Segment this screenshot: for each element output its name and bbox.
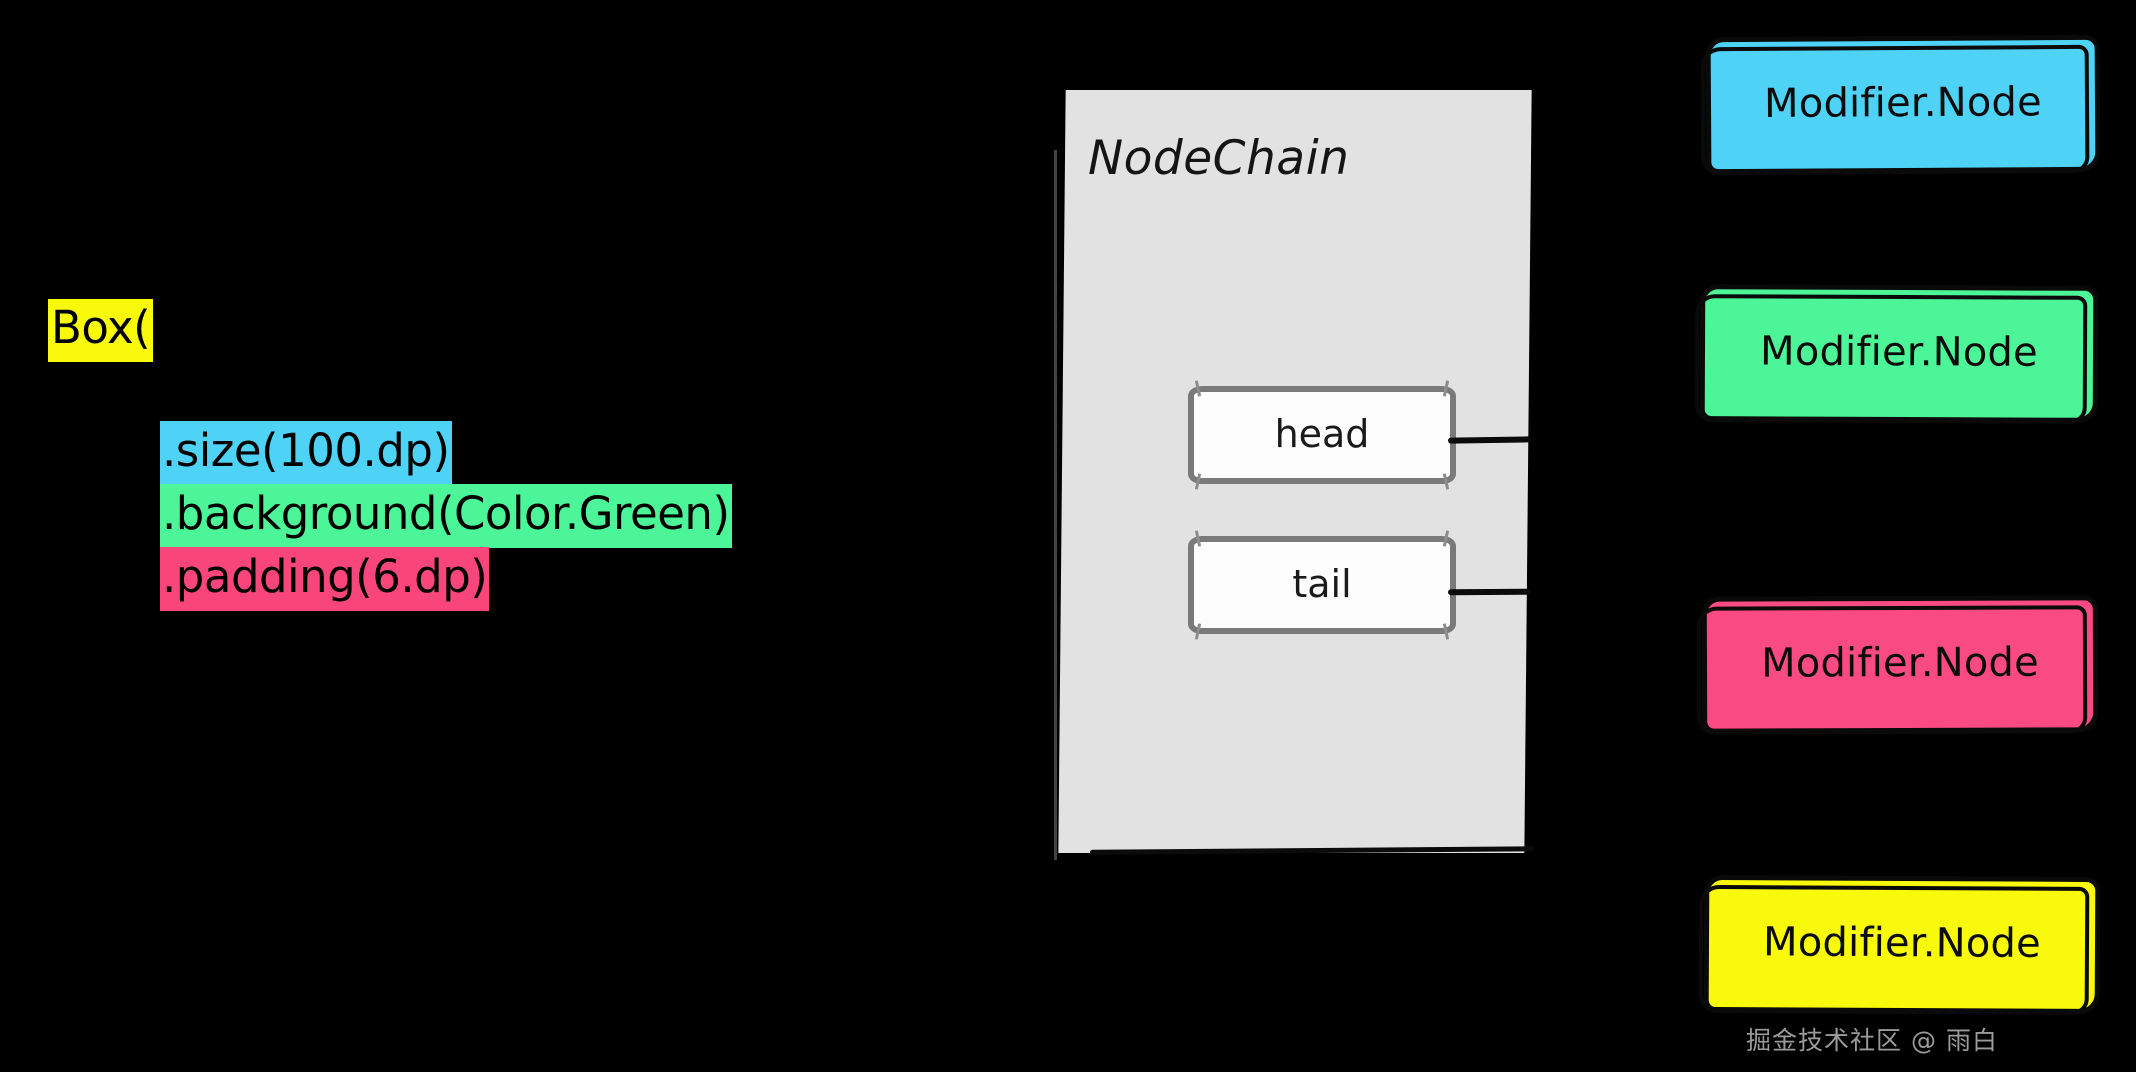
connector-tail-line [1447,588,1532,596]
modifier-node-label: Modifier.Node [1763,918,2042,967]
modifier-node-card-green: Modifier.Node [1699,284,2099,423]
code-line-size-modifier: .size(100.dp) [160,421,452,485]
nodechain-tail-box: tail [1188,530,1456,640]
nodechain-tail-label: tail [1292,562,1352,607]
code-line-padding-modifier: .padding(6.dp) [160,547,490,611]
modifier-node-card-blue: Modifier.Node [1705,34,2101,175]
code-line-background-modifier: .background(Color.Green) [160,484,732,548]
nodechain-head-box: head [1188,380,1456,490]
modifier-node-card-pink: Modifier.Node [1701,595,2099,734]
watermark: 掘金技术社区 @ 雨白 [1746,1026,1998,1055]
nodechain-head-label: head [1274,412,1370,457]
nodechain-panel-left-edge [1054,150,1057,860]
modifier-node-label: Modifier.Node [1763,78,2043,127]
modifier-node-label: Modifier.Node [1761,639,2039,687]
code-line-box-call: Box( [48,299,154,362]
nodechain-title: NodeChain [1088,131,1350,186]
modifier-node-label: Modifier.Node [1760,328,2038,376]
modifier-node-card-yellow: Modifier.Node [1703,874,2101,1015]
